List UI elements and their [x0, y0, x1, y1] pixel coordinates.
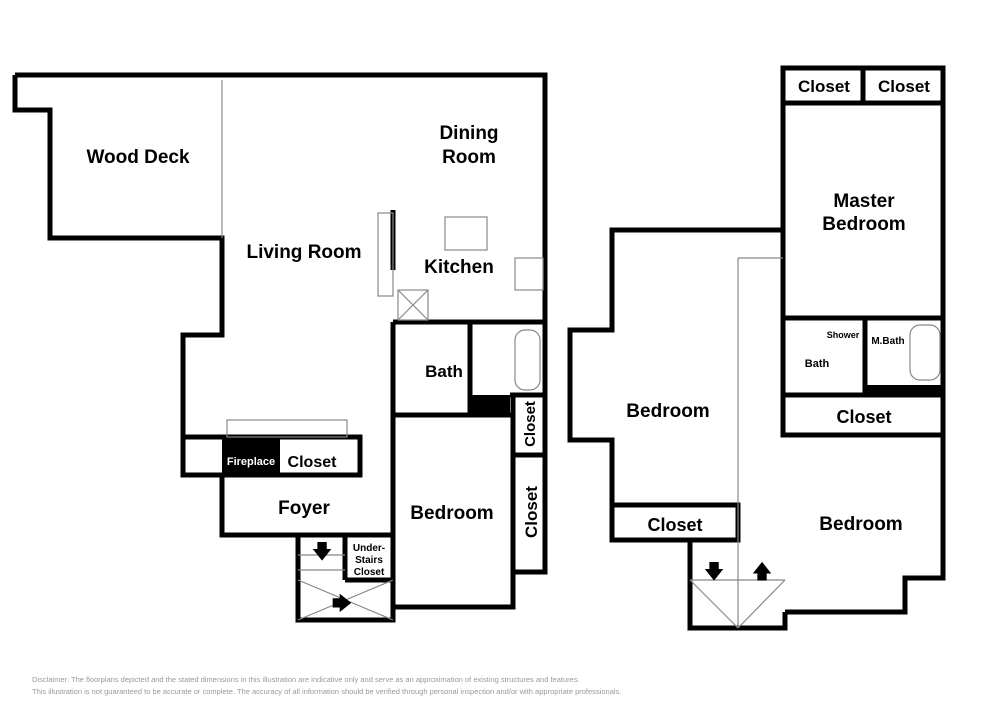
room-label-closet-hall: Closet	[522, 401, 539, 447]
stairs-down-arrow-icon: 🡇	[704, 561, 725, 583]
stairs-right-arrow-icon: 🡆	[332, 592, 353, 615]
room-label-shower: Shower	[827, 330, 860, 340]
room-label-master-2: Bedroom	[822, 214, 905, 235]
room-label-dining-1: Dining	[439, 123, 498, 144]
stairs-down-arrow-icon: 🡇	[312, 541, 333, 563]
room-label-closet-upper: Closet	[836, 407, 891, 427]
room-label-bedroom-left: Bedroom	[626, 401, 709, 422]
room-label-dining-2: Room	[442, 147, 496, 168]
room-label-master-1: Master	[833, 191, 895, 212]
room-label-under-stairs-1: Under-	[353, 543, 385, 554]
stairs-up-arrow-icon: 🡅	[752, 561, 773, 583]
room-label-foyer: Foyer	[278, 498, 330, 519]
room-label-bedroom-right: Bedroom	[819, 514, 902, 535]
room-label-living-room: Living Room	[246, 242, 361, 263]
room-label-closet-top-2: Closet	[878, 77, 930, 96]
room-label-under-stairs-2: Stairs	[355, 555, 383, 566]
room-label-bath: Bath	[425, 362, 463, 381]
room-label-bath-upper: Bath	[805, 358, 830, 370]
room-label-closet-top-1: Closet	[798, 77, 850, 96]
main-floor: 🡇 🡆	[12, 72, 548, 623]
room-label-mbath: M.Bath	[871, 336, 904, 347]
room-label-closet-foyer: Closet	[288, 454, 338, 471]
room-label-under-stairs-3: Closet	[354, 567, 385, 578]
disclaimer-line-1: Disclaimer: The floorplans depicted and …	[32, 675, 580, 684]
upper-floor: 🡇 🡅	[567, 65, 946, 631]
room-label-bedroom: Bedroom	[410, 503, 493, 524]
room-label-kitchen: Kitchen	[424, 257, 494, 278]
room-label-fireplace: Fireplace	[227, 456, 275, 468]
disclaimer-line-2: This illustration is not guaranteed to b…	[32, 687, 622, 696]
room-label-closet-left: Closet	[647, 515, 702, 535]
room-label-closet-bedroom: Closet	[522, 486, 541, 538]
room-label-wood-deck: Wood Deck	[86, 147, 190, 168]
